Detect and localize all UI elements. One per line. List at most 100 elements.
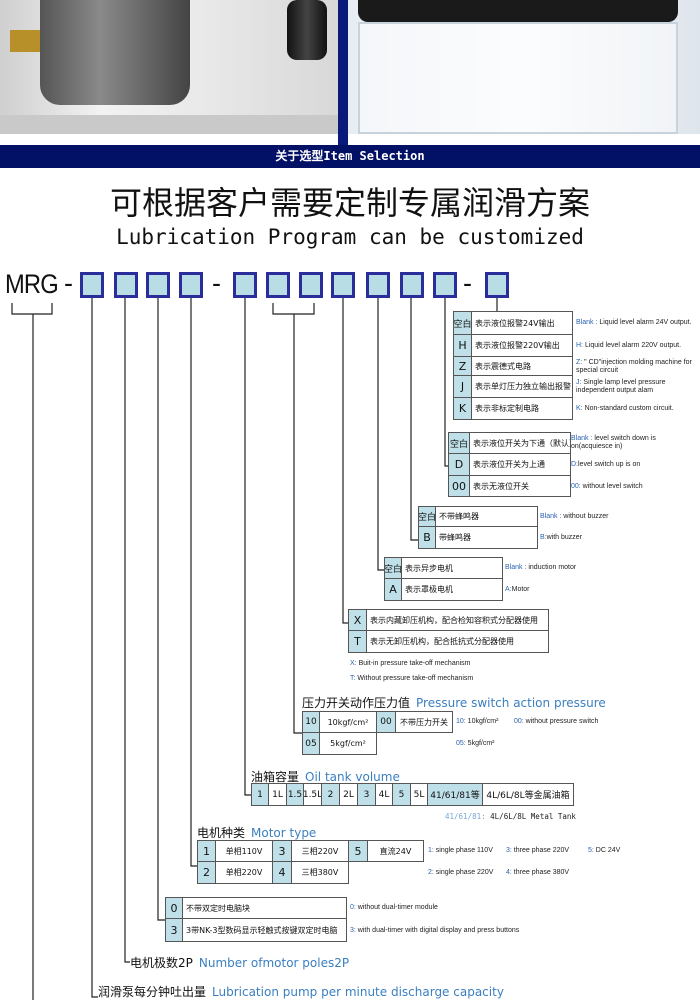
level-option-key: 空白 — [448, 432, 470, 454]
code-slot-1 — [80, 272, 104, 298]
option-description-en: without buzzer — [561, 512, 609, 520]
option-description-en: Single lamp level pressure independent o… — [576, 379, 666, 394]
option-code: J: — [576, 379, 582, 386]
alarm-option-label: 表示非标定制电路 — [472, 398, 573, 420]
code-slot-11 — [433, 272, 457, 298]
option-description-en: Without pressure take-off mechanism — [355, 675, 474, 682]
option-code: Blank : — [540, 512, 562, 520]
option-description-en: induction motor — [526, 564, 577, 571]
option-code: 05: — [456, 740, 466, 747]
alarm-option-key: H — [453, 335, 472, 357]
oil-option-key: 1.5 — [287, 783, 304, 806]
buzzer-option-label: 带蜂鸣器 — [436, 527, 538, 549]
buzzer-option-label: 不带蜂鸣器 — [436, 506, 538, 527]
alarm-option-key: 空白 — [453, 311, 472, 335]
code-dash: - — [463, 268, 472, 298]
motor-type-key: 3 — [273, 840, 292, 862]
pressure_off-option-label: 表示无卸压机构，配合抵抗式分配器使用 — [367, 631, 549, 653]
motor-option-en: Blank : induction motor — [505, 557, 698, 579]
option-code: T: — [350, 675, 356, 682]
option-code: 00: — [571, 482, 581, 490]
option-code: 0: — [350, 904, 356, 911]
alarm-option-label: 表示单灯压力独立输出报警 — [472, 376, 573, 398]
code-slot-3 — [146, 272, 170, 298]
option-description-en: three phase 380V — [511, 869, 570, 876]
alarm-option-label: 表示液位报警220V输出 — [472, 335, 573, 357]
option-code: Blank : — [571, 435, 593, 442]
code-slot-10 — [400, 272, 424, 298]
alarm-option-key: J — [453, 376, 472, 398]
buzzer-option-key: B — [418, 527, 436, 549]
motor-type-note: 5: DC 24V — [588, 846, 620, 856]
pressure_off-option-key: X — [348, 609, 367, 631]
motor-type-label: 单相110V — [216, 840, 273, 862]
option-description-en: Non-standard custom circuit. — [582, 405, 674, 412]
option-code: X: — [350, 660, 357, 667]
motor-option-label: 表示异步电机 — [402, 557, 503, 579]
level-option-label: 表示液位开关为上通 — [470, 454, 571, 476]
dual_timer-option-label: 3带NK-3型数码显示轻触式按键双定时电脑 — [183, 919, 347, 942]
option-code: Blank : — [576, 319, 598, 326]
buzzer-option-en: Blank : without buzzer — [540, 506, 698, 527]
option-description-en: level switch down is on(acquiesce in) — [571, 435, 656, 450]
level-option-label: 表示无液位开关 — [470, 476, 571, 497]
option-code: 5: — [588, 847, 594, 854]
alarm-option-en: H: Liquid level alarm 220V output. — [576, 335, 698, 357]
alarm-option-en: J: Single lamp level pressure independen… — [576, 376, 698, 398]
motor-option-en: A:Motor — [505, 579, 698, 601]
alarm-option-label: 表示液位报警24V输出 — [472, 311, 573, 335]
product-photo-pump — [0, 0, 338, 134]
pressure-option-key: 10 — [302, 711, 320, 733]
alarm-option-key: Z — [453, 357, 472, 376]
motor-type-note: 3: three phase 220V — [506, 846, 569, 856]
motor-type-label: 三相220V — [292, 840, 349, 862]
motor-option-key: A — [384, 579, 402, 601]
oil-option-key: 5 — [393, 783, 411, 806]
code-slot-6 — [266, 272, 290, 298]
alarm-option-key: K — [453, 398, 472, 420]
option-description-en: single phase 110V — [433, 847, 493, 854]
option-code: Blank : — [505, 564, 527, 571]
option-description-en: Buit-in pressure take-off mechanism — [356, 660, 471, 667]
option-code: 2: — [428, 869, 434, 876]
pressure-off-note: X: Buit-in pressure take-off mechanism — [350, 659, 471, 669]
code-slot-12 — [485, 272, 509, 298]
oil-option-key: 1 — [251, 783, 269, 806]
motor-option-key: 空白 — [384, 557, 402, 579]
level-option-en: 00: without level switch — [571, 476, 698, 497]
option-description-en: Liquid level alarm 220V output. — [583, 342, 682, 349]
motor-type-note: 4: three phase 380V — [506, 868, 569, 878]
pressure-note: 05: 5kgf/cm² — [456, 739, 495, 749]
dual_timer-option-label: 不带双定时电脑块 — [183, 897, 347, 919]
motor-option-label: 表示罩极电机 — [402, 579, 503, 601]
oil-option-label: 1L — [269, 783, 287, 806]
option-code: 10: — [456, 718, 466, 725]
option-description-en: 4L/6L/8L Metal Tank — [485, 812, 576, 821]
oil-option-label: 4L — [376, 783, 393, 806]
option-code: B: — [540, 534, 547, 541]
option-description-en: Liquid level alarm 24V output. — [597, 319, 692, 326]
level-option-label: 表示液位开关为下通（默认） — [470, 432, 571, 454]
option-description-en: 10kgf/cm² — [465, 718, 499, 725]
code-slot-8 — [331, 272, 355, 298]
option-code: A: — [505, 586, 512, 593]
motor-type-note: 2: single phase 220V — [428, 868, 493, 878]
option-description-en: with dual-timer with digital display and… — [355, 926, 520, 934]
oil-option-label: 1.5L — [304, 783, 322, 806]
alarm-option-label: 表示震德式电路 — [472, 357, 573, 376]
alarm-option-en: K: Non-standard custom circuit. — [576, 398, 698, 420]
code-dash: - — [212, 268, 221, 298]
option-code: 41/61/81: — [445, 812, 486, 821]
motor-type-label: 三相380V — [292, 862, 349, 884]
option-description-en: Motor — [511, 586, 530, 593]
oil-option-label: 2L — [340, 783, 358, 806]
oil-option-label: 4L/6L/8L等金属油箱 — [483, 783, 574, 806]
option-code: 00: — [514, 718, 524, 725]
dual_timer-option-en: 3: with dual-timer with digital display … — [350, 919, 698, 942]
dual_timer-option-key: 0 — [165, 897, 183, 919]
oil-option-key: 3 — [358, 783, 376, 806]
option-code: D: — [571, 461, 578, 468]
